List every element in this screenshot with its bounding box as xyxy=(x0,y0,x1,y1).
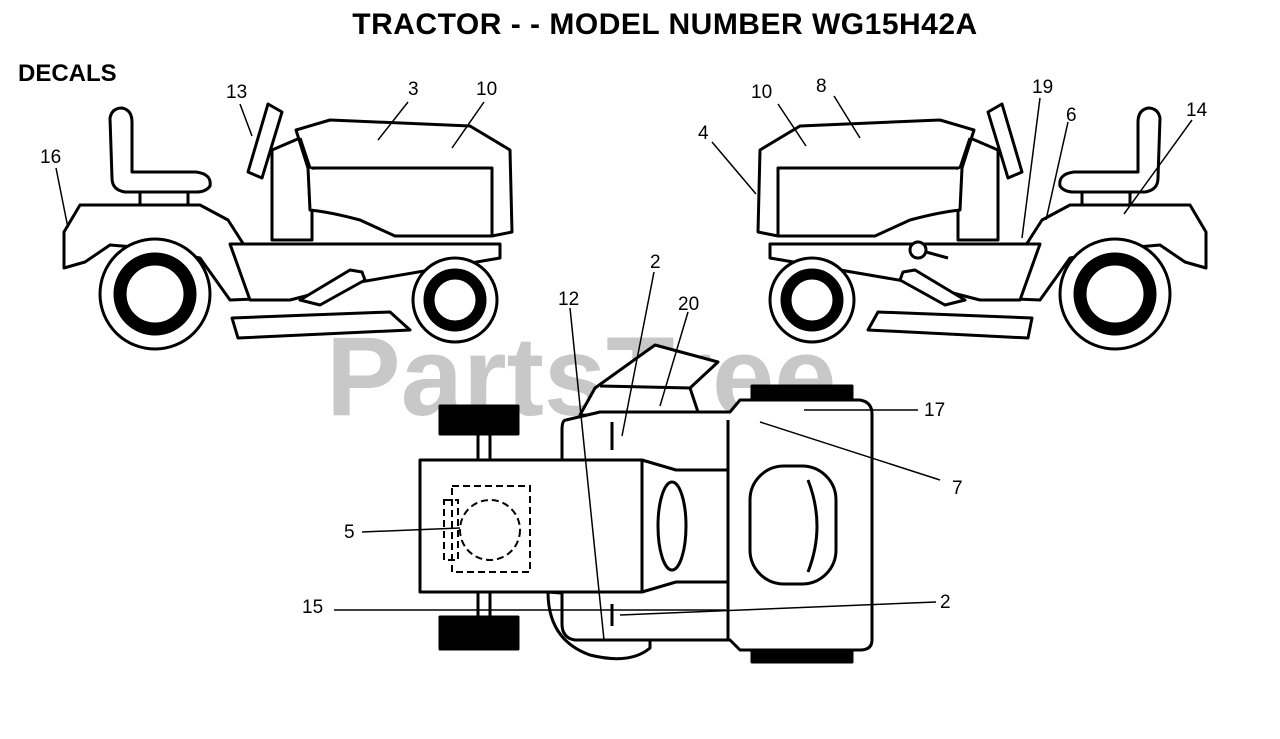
callout-top-1: 2 xyxy=(650,252,661,273)
right-view-leaders xyxy=(711,95,1193,239)
callout-right-2: 8 xyxy=(816,76,827,97)
callout-top-4: 17 xyxy=(924,400,945,421)
top-view-decal-5 xyxy=(443,485,531,573)
callout-right-3: 4 xyxy=(698,123,709,144)
callout-left-1: 16 xyxy=(40,147,61,168)
callout-right-1: 10 xyxy=(751,82,772,103)
left-view-leaders xyxy=(55,101,485,229)
top-view-leaders xyxy=(334,271,941,641)
tractor-left-view xyxy=(62,102,514,351)
callout-top-3: 20 xyxy=(678,294,699,315)
callout-right-4: 19 xyxy=(1032,77,1053,98)
callout-left-3: 3 xyxy=(408,79,419,100)
section-label: DECALS xyxy=(18,60,117,87)
callout-right-6: 14 xyxy=(1186,100,1208,121)
callout-top-2: 12 xyxy=(558,289,579,310)
callout-left-2: 13 xyxy=(226,82,247,103)
callout-right-5: 6 xyxy=(1066,105,1077,126)
tractor-right-view xyxy=(756,102,1208,351)
tractor-top-view xyxy=(418,343,874,664)
callout-left-4: 10 xyxy=(476,79,497,100)
callout-top-8: 2 xyxy=(940,592,951,613)
callout-top-5: 7 xyxy=(952,478,963,499)
callout-top-6: 5 xyxy=(344,522,355,543)
page-title: TRACTOR - - MODEL NUMBER WG15H42A xyxy=(352,8,978,41)
callout-top-7: 15 xyxy=(302,597,323,618)
